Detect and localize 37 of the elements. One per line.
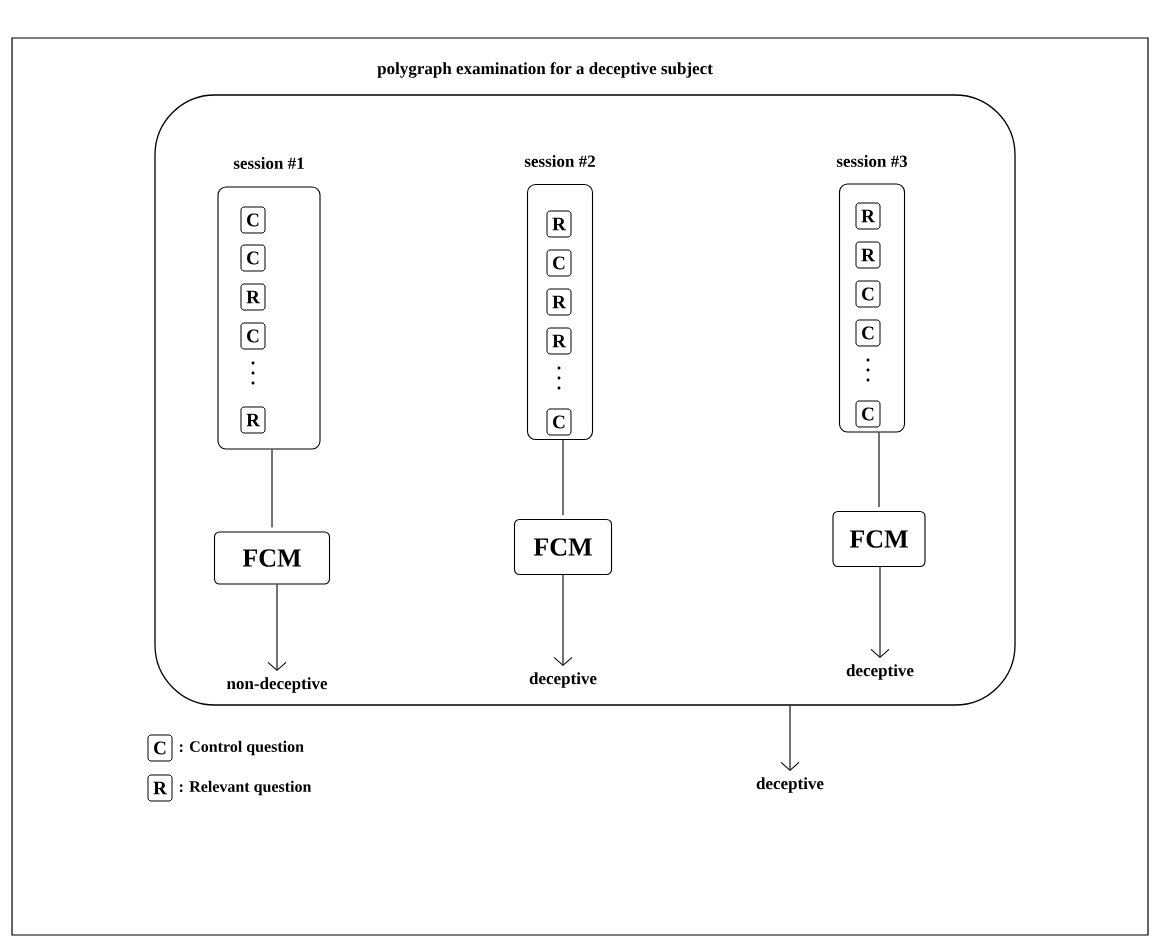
connector-line — [271, 449, 273, 528]
arrow — [553, 574, 573, 667]
legend-text: : Relevant question — [179, 780, 312, 796]
result-text: deceptive — [529, 672, 597, 688]
question-box: R — [240, 283, 266, 311]
arrow — [267, 584, 287, 672]
process-box: FCM — [213, 531, 331, 585]
question-box: C — [546, 408, 572, 436]
session-title: session #1 — [233, 157, 304, 169]
connector-line — [562, 439, 564, 516]
arrow — [870, 566, 890, 659]
question-box: R — [546, 327, 572, 355]
question-box: R — [240, 406, 266, 434]
connector-line — [878, 432, 880, 508]
question-box: C — [147, 734, 173, 762]
result-text: deceptive — [846, 664, 914, 680]
process-box: FCM — [832, 510, 926, 568]
question-box: C — [240, 244, 266, 272]
question-box: C — [240, 206, 266, 234]
process-box: FCM — [513, 518, 613, 576]
result-text: non-deceptive — [226, 677, 328, 693]
question-box: C — [855, 280, 881, 308]
question-box: C — [546, 249, 572, 277]
question-box: R — [546, 288, 572, 316]
question-box: R — [855, 202, 881, 230]
question-box: C — [855, 319, 881, 347]
question-box: C — [855, 400, 881, 428]
question-box: C — [240, 322, 266, 350]
result-text: deceptive — [756, 777, 824, 793]
panel-title: polygraph examination for a deceptive subject — [377, 62, 713, 78]
session-title: session #2 — [524, 155, 595, 167]
session-title: session #3 — [836, 155, 908, 167]
legend-text: : Control question — [179, 740, 304, 756]
question-box: R — [546, 210, 572, 238]
question-box: R — [147, 774, 173, 802]
arrow — [780, 705, 800, 772]
question-box: R — [855, 241, 881, 269]
